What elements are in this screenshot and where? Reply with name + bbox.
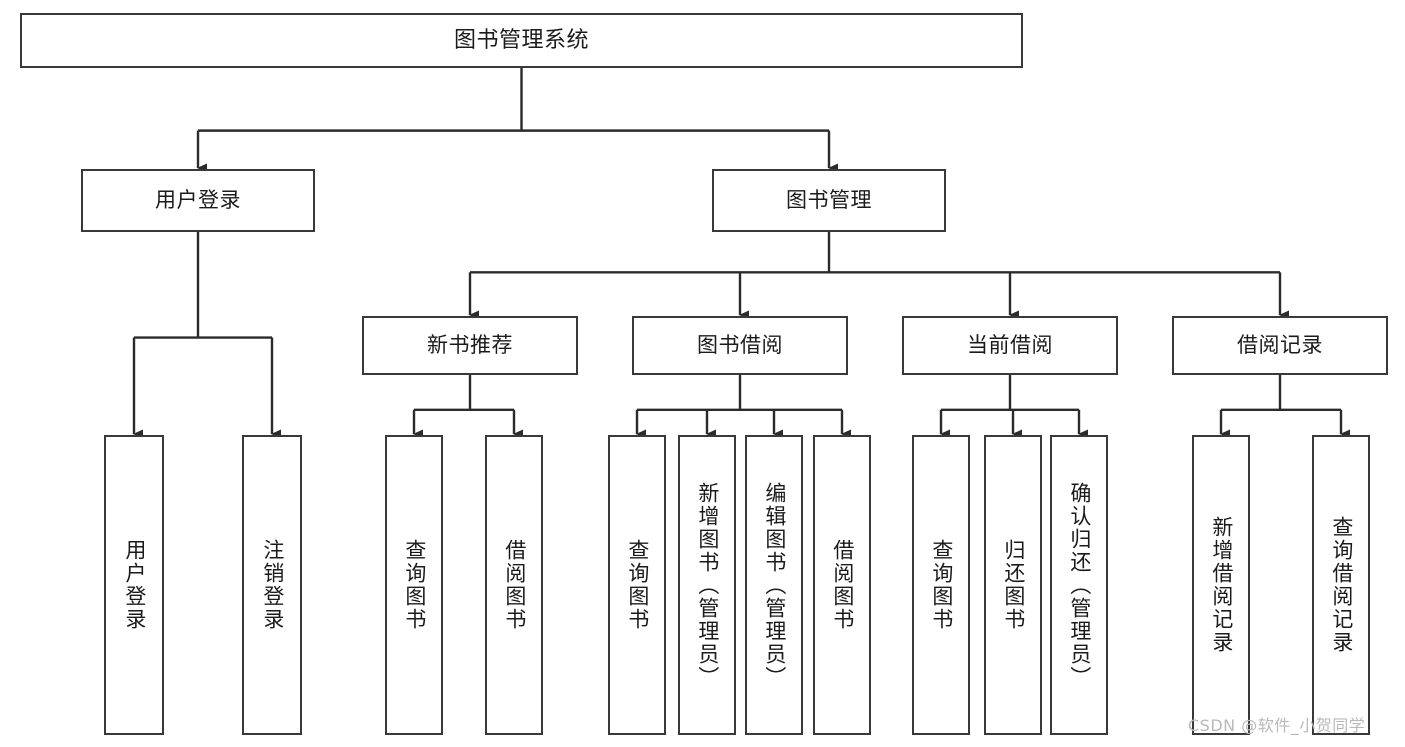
csdn-watermark: CSDN @软件_小贺同学 xyxy=(1188,716,1366,735)
node-root-system[interactable]: 图书管理系统 xyxy=(20,13,1023,68)
node-leaf-query-book-2[interactable]: 查询图书 xyxy=(608,435,666,735)
node-leaf-edit-book[interactable]: 编辑图书（管理员） xyxy=(745,435,803,735)
node-leaf-logout[interactable]: 注销登录 xyxy=(242,435,302,735)
node-current-borrow[interactable]: 当前借阅 xyxy=(902,316,1118,375)
node-label: 新增借阅记录 xyxy=(1209,516,1234,654)
node-leaf-query-book-3[interactable]: 查询图书 xyxy=(912,435,970,735)
node-label: 新书推荐 xyxy=(427,333,513,358)
node-label: 图书管理系统 xyxy=(453,27,589,53)
node-label: 借阅图书 xyxy=(830,539,855,631)
node-book-manage[interactable]: 图书管理 xyxy=(712,169,946,232)
node-label: 确认归还（管理员） xyxy=(1067,481,1092,689)
node-label: 查询图书 xyxy=(929,539,954,631)
node-label: 查询图书 xyxy=(402,539,427,631)
node-new-book-rec[interactable]: 新书推荐 xyxy=(362,316,578,375)
node-label: 归还图书 xyxy=(1001,539,1026,631)
node-leaf-borrow-book-1[interactable]: 借阅图书 xyxy=(485,435,543,735)
node-leaf-borrow-book-2[interactable]: 借阅图书 xyxy=(813,435,871,735)
node-label: 图书管理 xyxy=(786,188,872,213)
node-user-login[interactable]: 用户登录 xyxy=(81,169,315,232)
node-leaf-query-book-1[interactable]: 查询图书 xyxy=(385,435,443,735)
node-leaf-return-book[interactable]: 归还图书 xyxy=(984,435,1042,735)
node-label: 当前借阅 xyxy=(967,333,1053,358)
node-leaf-add-record[interactable]: 新增借阅记录 xyxy=(1192,435,1250,735)
node-leaf-confirm-return[interactable]: 确认归还（管理员） xyxy=(1050,435,1108,735)
node-leaf-query-record[interactable]: 查询借阅记录 xyxy=(1312,435,1370,735)
node-label: 用户登录 xyxy=(122,539,147,631)
node-label: 借阅图书 xyxy=(502,539,527,631)
node-label: 注销登录 xyxy=(260,539,285,631)
node-leaf-add-book[interactable]: 新增图书（管理员） xyxy=(678,435,736,735)
node-label: 查询借阅记录 xyxy=(1329,516,1354,654)
node-label: 查询图书 xyxy=(625,539,650,631)
node-book-borrow[interactable]: 图书借阅 xyxy=(632,316,848,375)
node-label: 新增图书（管理员） xyxy=(695,481,720,689)
node-label: 用户登录 xyxy=(155,188,241,213)
node-leaf-user-login[interactable]: 用户登录 xyxy=(104,435,164,735)
node-label: 借阅记录 xyxy=(1237,333,1323,358)
node-label: 编辑图书（管理员） xyxy=(762,481,787,689)
node-borrow-record[interactable]: 借阅记录 xyxy=(1172,316,1388,375)
node-label: 图书借阅 xyxy=(697,333,783,358)
